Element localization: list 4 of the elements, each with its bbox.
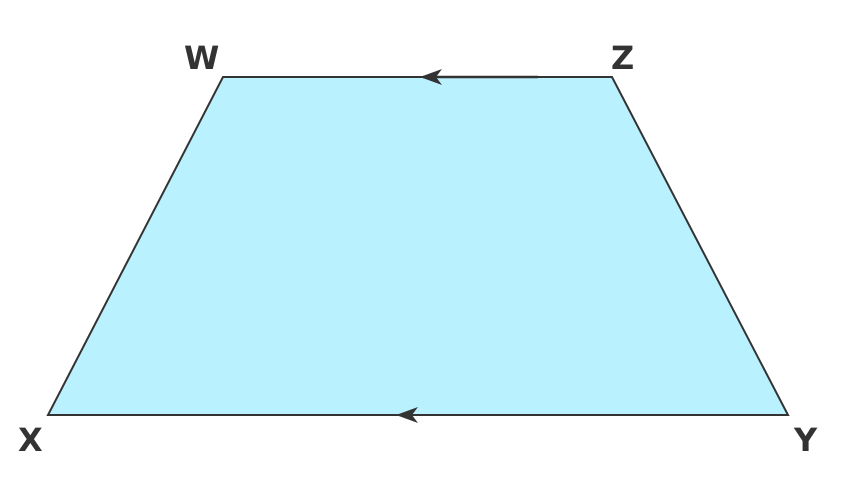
vertex-label: X [18,424,43,456]
vertex-label: W [184,42,220,74]
vertex-label: Z [611,42,634,74]
vertex-label: Y [794,424,818,456]
